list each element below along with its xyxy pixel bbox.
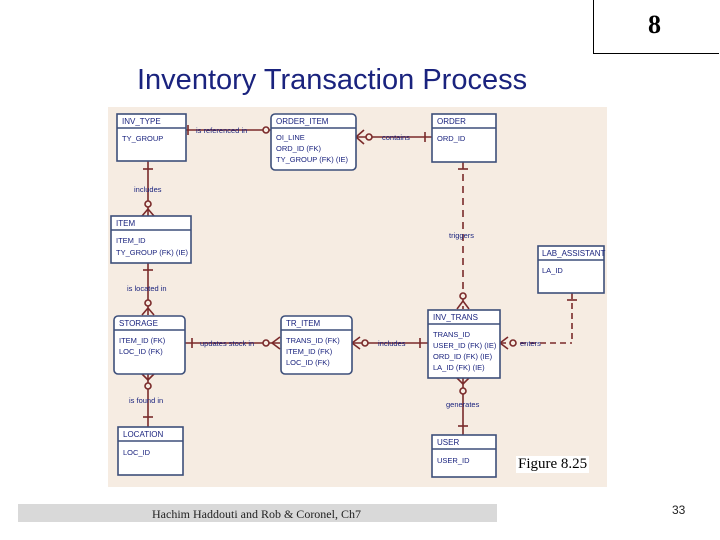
rel-label-triggers: triggers — [449, 231, 474, 240]
svg-text:LOC_ID (FK): LOC_ID (FK) — [286, 358, 330, 367]
svg-text:TY_GROUP: TY_GROUP — [122, 134, 163, 143]
entity-lab-assistant: LAB_ASSISTANT LA_ID — [537, 245, 606, 294]
rel-label-updates-stock-in: updates stock in — [200, 339, 254, 348]
svg-text:ITEM: ITEM — [116, 219, 135, 228]
rel-label-generates: generates — [446, 400, 480, 409]
svg-text:USER: USER — [437, 438, 459, 447]
chapter-number: 8 — [648, 10, 661, 39]
svg-text:TRANS_ID (FK): TRANS_ID (FK) — [286, 336, 340, 345]
svg-text:TRANS_ID: TRANS_ID — [433, 330, 471, 339]
svg-text:ORD_ID: ORD_ID — [437, 134, 466, 143]
entity-inv-trans: INV_TRANS TRANS_ID USER_ID (FK) (IE) ORD… — [427, 309, 501, 379]
svg-text:LOC_ID (FK): LOC_ID (FK) — [119, 347, 163, 356]
svg-text:LA_ID: LA_ID — [542, 266, 563, 275]
svg-text:STORAGE: STORAGE — [119, 319, 158, 328]
svg-text:USER_ID: USER_ID — [437, 456, 470, 465]
rel-line-contains — [355, 129, 433, 145]
entity-order: ORDER ORD_ID — [431, 113, 497, 163]
svg-text:USER_ID (FK) (IE): USER_ID (FK) (IE) — [433, 341, 497, 350]
entity-order-item: ORDER_ITEM OI_LINE ORD_ID (FK) TY_GROUP … — [270, 113, 357, 171]
svg-text:ITEM_ID: ITEM_ID — [116, 236, 146, 245]
rel-label-is-referenced-in: is referenced in — [196, 126, 247, 135]
rel-label-includes-top: includes — [134, 185, 162, 194]
entity-inv-type: INV_TYPE TY_GROUP — [116, 113, 187, 162]
svg-text:TY_GROUP (FK) (IE): TY_GROUP (FK) (IE) — [116, 248, 188, 257]
svg-text:ORDER_ITEM: ORDER_ITEM — [276, 117, 329, 126]
svg-text:INV_TYPE: INV_TYPE — [122, 117, 161, 126]
entity-tr-item: TR_ITEM TRANS_ID (FK) ITEM_ID (FK) LOC_I… — [280, 315, 353, 375]
page-number: 33 — [672, 503, 686, 517]
svg-text:LOCATION: LOCATION — [123, 430, 164, 439]
svg-text:ORDER: ORDER — [437, 117, 466, 126]
erd-diagram: INV_TYPE TY_GROUP ORDER_ITEM OI_LINE ORD… — [108, 107, 607, 487]
svg-text:ORD_ID (FK): ORD_ID (FK) — [276, 144, 322, 153]
svg-text:LA_ID (FK) (IE): LA_ID (FK) (IE) — [433, 363, 485, 372]
rel-line-updates-stock-in — [185, 336, 281, 350]
rel-line-includes-top — [141, 161, 155, 217]
rel-line-is-located-in — [141, 263, 155, 316]
footer-credit: Hachim Haddouti and Rob & Coronel, Ch7 — [152, 507, 361, 521]
chapter-box: 8 — [593, 0, 719, 54]
svg-text:ITEM_ID (FK): ITEM_ID (FK) — [286, 347, 333, 356]
svg-text:TY_GROUP (FK) (IE): TY_GROUP (FK) (IE) — [276, 155, 348, 164]
svg-text:ORD_ID (FK) (IE): ORD_ID (FK) (IE) — [433, 352, 493, 361]
rel-label-is-found-in: is found in — [129, 396, 163, 405]
rel-line-includes-mid — [351, 336, 428, 350]
footer-bar — [18, 504, 497, 522]
entity-location: LOCATION LOC_ID — [117, 426, 184, 476]
svg-text:LAB_ASSISTANT: LAB_ASSISTANT — [542, 249, 606, 258]
figure-caption: Figure 8.25 — [516, 456, 590, 473]
rel-label-is-located-in: is located in — [127, 284, 167, 293]
slide-title: Inventory Transaction Process — [137, 64, 528, 96]
rel-line-triggers — [456, 162, 470, 310]
entity-user: USER USER_ID — [431, 434, 497, 478]
svg-text:INV_TRANS: INV_TRANS — [433, 313, 478, 322]
rel-line-is-found-in — [141, 373, 155, 427]
svg-text:LOC_ID: LOC_ID — [123, 448, 151, 457]
svg-text:ITEM_ID (FK): ITEM_ID (FK) — [119, 336, 166, 345]
rel-label-contains: contains — [382, 133, 410, 142]
rel-line-generates — [456, 377, 470, 435]
entity-storage: STORAGE ITEM_ID (FK) LOC_ID (FK) — [113, 315, 186, 375]
rel-label-enters: enters — [520, 339, 541, 348]
entity-item: ITEM ITEM_ID TY_GROUP (FK) (IE) — [110, 215, 192, 264]
rel-label-includes-mid: includes — [378, 339, 406, 348]
svg-text:OI_LINE: OI_LINE — [276, 133, 305, 142]
rel-line-enters — [499, 293, 577, 350]
svg-text:TR_ITEM: TR_ITEM — [286, 319, 321, 328]
